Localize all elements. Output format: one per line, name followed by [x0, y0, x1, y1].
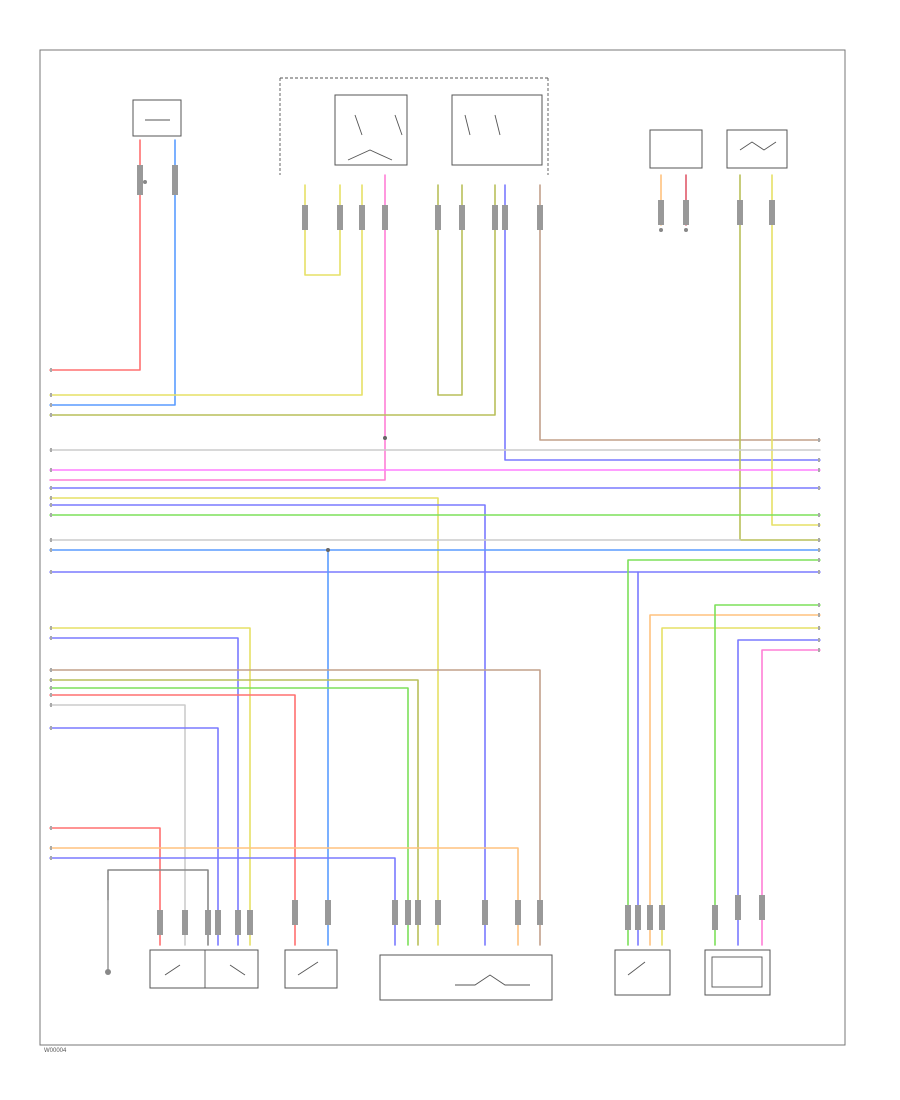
- component-bottom-5: [704, 949, 771, 996]
- wire-tan-left-low: [49, 669, 541, 946]
- wire-orange-bottom-left: [49, 847, 519, 946]
- wire-olive-loop: [437, 184, 463, 396]
- wire-yellow-bus: [49, 497, 439, 946]
- wire-purple-bus-2: [49, 504, 486, 946]
- wire-yellow-loop: [304, 184, 341, 276]
- wire-green-left-low: [49, 687, 409, 946]
- wire-olive-left-low: [49, 679, 419, 946]
- relay-box-center: [279, 77, 549, 175]
- component-bottom-3: [379, 954, 553, 1001]
- wire-red-top-left: [49, 139, 141, 371]
- wire-yellow-center: [49, 184, 363, 396]
- diagram-frame: [39, 49, 846, 1046]
- wire-yellow-left-low: [49, 627, 251, 946]
- wire-pink-center: [49, 174, 386, 481]
- wire-purple-right: [504, 184, 821, 461]
- wire-pink-right: [761, 649, 821, 946]
- wire-orange-right: [649, 614, 821, 946]
- component-bottom-2: [284, 949, 338, 989]
- wire-red-bottom-left: [49, 827, 161, 946]
- wire-blue-right-3: [737, 639, 821, 946]
- wire-olive-far-right: [739, 174, 821, 541]
- component-top-right-small: [649, 129, 703, 169]
- wire-gray-bottom-left: [107, 869, 209, 946]
- page-code: W00004: [44, 1048, 67, 1054]
- wire-green-right-1: [627, 559, 821, 946]
- wire-blue-left-low-2: [49, 727, 219, 946]
- junction-dots: [326, 436, 387, 552]
- wire-blue-left-low: [49, 637, 239, 946]
- wire-blue-top-left: [49, 139, 176, 406]
- wire-red-left-low: [49, 694, 296, 946]
- component-top-right: [726, 129, 788, 169]
- left-pin-markers: [50, 368, 52, 860]
- right-pin-markers: [818, 438, 820, 652]
- connector-blocks: [137, 165, 775, 935]
- relay-right: [451, 94, 543, 166]
- component-top-left: [132, 99, 182, 137]
- wire-blue-bottom-left: [49, 857, 396, 946]
- component-bottom-1: [149, 949, 259, 989]
- wire-gray-left-low: [49, 704, 186, 946]
- wire-green-right-2: [714, 604, 821, 946]
- wire-yellow-far-right: [771, 174, 821, 526]
- component-bottom-4: [614, 949, 671, 996]
- relay-left: [334, 94, 408, 166]
- wire-green-center: [49, 184, 496, 416]
- wire-tan-right: [539, 184, 821, 441]
- wire-yellow-right: [661, 627, 821, 946]
